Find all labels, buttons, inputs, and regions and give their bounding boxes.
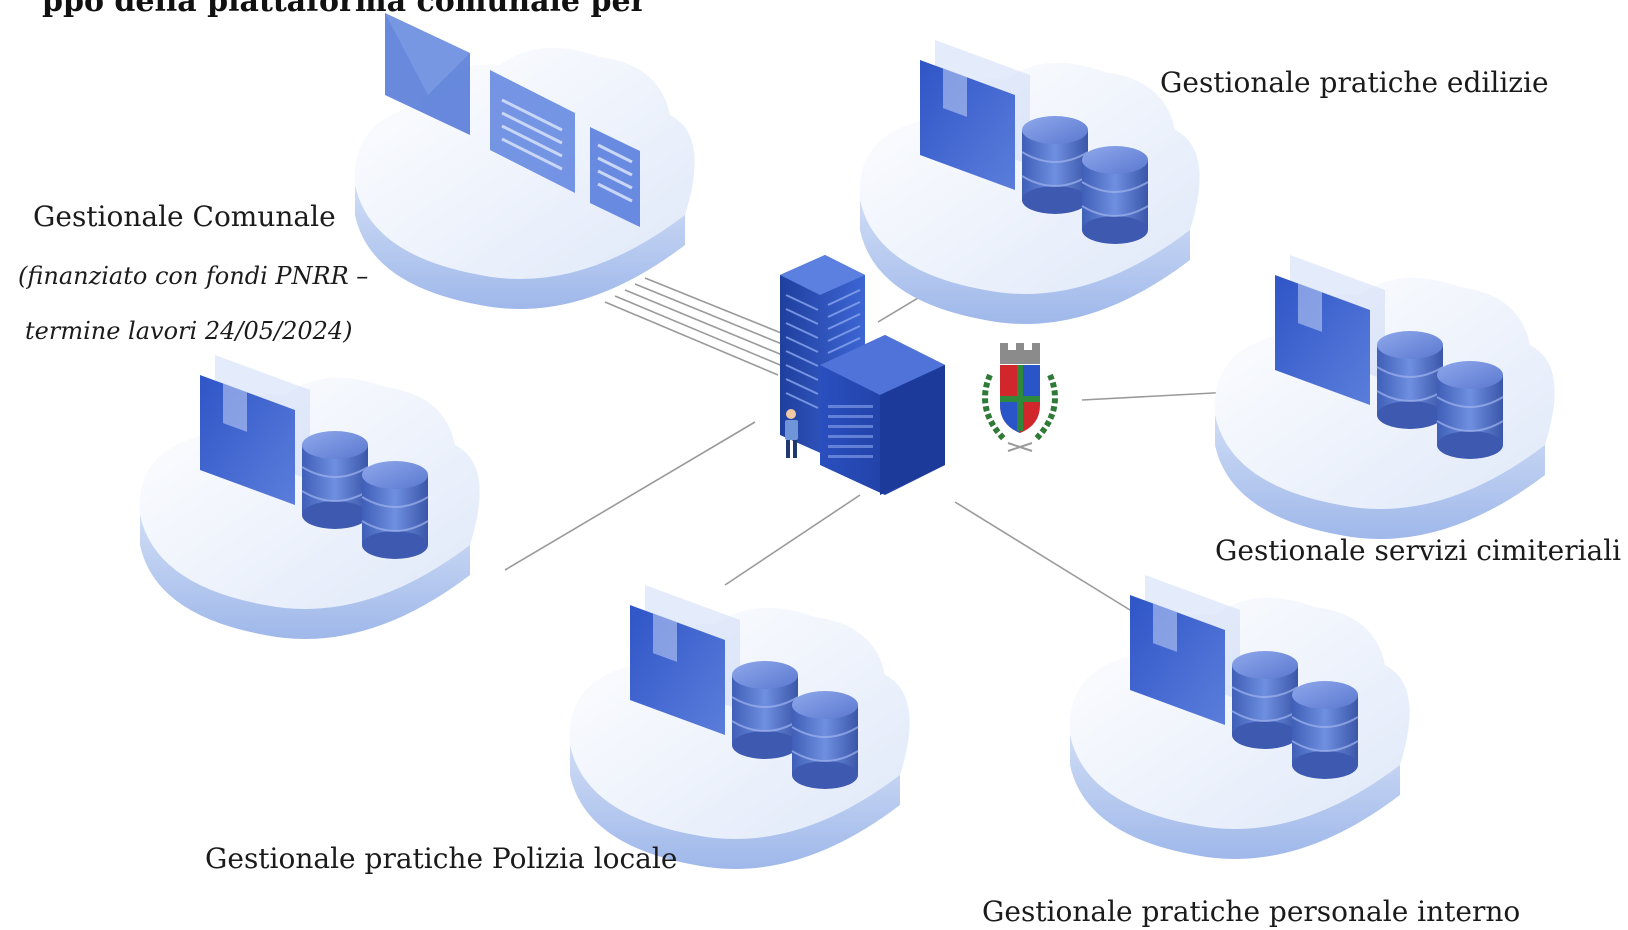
label-personale: Gestionale pratiche personale interno bbox=[982, 895, 1521, 928]
connector-personale bbox=[954, 501, 1131, 611]
cloud-polizia bbox=[569, 585, 910, 869]
database-cylinder-1 bbox=[731, 661, 799, 759]
database-cylinder-1 bbox=[301, 431, 369, 529]
document-panel-2 bbox=[490, 70, 575, 193]
label-gestionale-comunale: Gestionale Comunale bbox=[33, 200, 336, 233]
central-building bbox=[780, 255, 945, 495]
label-edilizie: Gestionale pratiche edilizie bbox=[1160, 66, 1549, 99]
database-cylinder-2 bbox=[1291, 681, 1359, 779]
label-gestionale-comunale-note-2: termine lavori 24/05/2024) bbox=[25, 317, 353, 345]
person-figure bbox=[785, 409, 798, 458]
connector-left-cloud bbox=[504, 421, 756, 571]
database-cylinder-2 bbox=[791, 691, 859, 789]
connector-cimiteriali bbox=[1081, 391, 1233, 401]
connector-polizia bbox=[724, 494, 861, 586]
database-cylinder-1 bbox=[1231, 651, 1299, 749]
screen-panel bbox=[630, 585, 740, 735]
document-panel-1 bbox=[385, 13, 470, 135]
database-cylinder-1 bbox=[1021, 116, 1089, 214]
screen-panel bbox=[200, 355, 310, 505]
connector-comunale-3 bbox=[624, 289, 793, 360]
document-panel-3 bbox=[590, 127, 640, 227]
screen-panel bbox=[1130, 575, 1240, 725]
label-cimiteriali: Gestionale servizi cimiteriali bbox=[1215, 534, 1622, 567]
cloud-edilizie bbox=[859, 40, 1200, 324]
database-cylinder-1 bbox=[1376, 331, 1444, 429]
screen-panel bbox=[1275, 255, 1385, 405]
screen-panel bbox=[920, 40, 1030, 190]
label-polizia: Gestionale pratiche Polizia locale bbox=[205, 842, 678, 875]
label-gestionale-comunale-note-1: (finanziato con fondi PNRR – bbox=[18, 262, 369, 290]
municipal-crest bbox=[982, 343, 1058, 452]
connector-comunale-2 bbox=[614, 295, 786, 368]
connector-comunale-4 bbox=[634, 283, 800, 352]
connector-comunale-1 bbox=[604, 301, 779, 376]
cloud-personale bbox=[1069, 575, 1410, 859]
page-heading-cut: ppo della piattaforma comunale per bbox=[42, 0, 647, 19]
database-cylinder-2 bbox=[1081, 146, 1149, 244]
database-cylinder-2 bbox=[361, 461, 429, 559]
connector-comunale-5 bbox=[644, 277, 807, 344]
cloud-left bbox=[139, 355, 480, 639]
cloud-gestionale-comunale bbox=[354, 13, 695, 309]
database-cylinder-2 bbox=[1436, 361, 1504, 459]
cloud-cimiteriali bbox=[1214, 255, 1555, 539]
